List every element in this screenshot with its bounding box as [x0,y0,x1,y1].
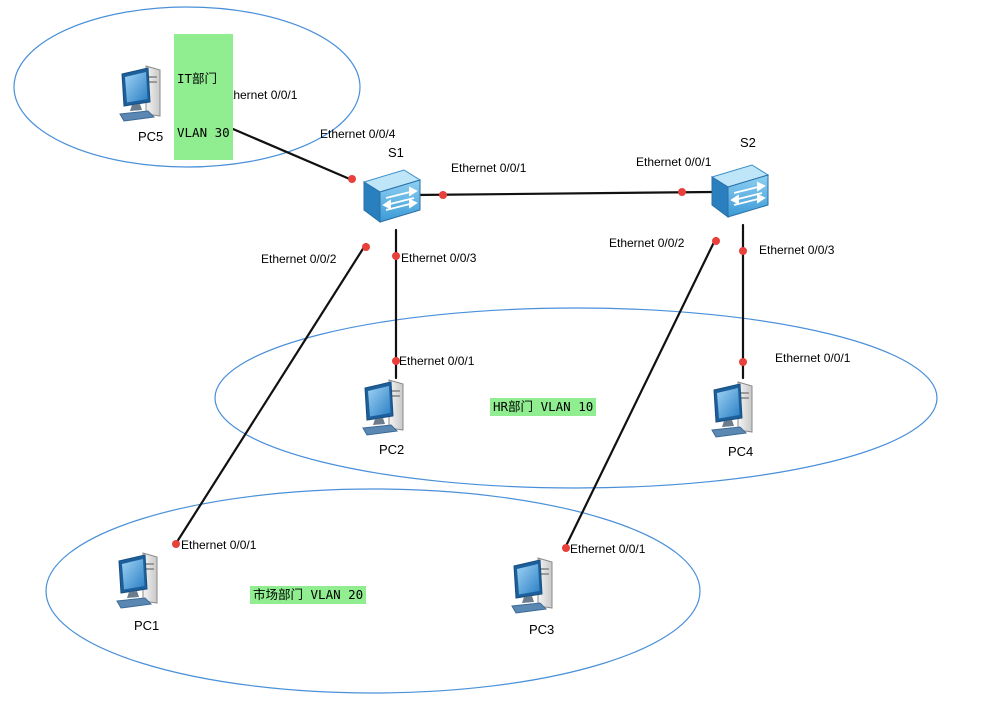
pc-pc3[interactable] [511,557,553,614]
port-dot [678,188,686,196]
port-dot [392,252,400,260]
pc-label-pc5: PC5 [138,129,163,144]
port-label-pc2: Ethernet 0/0/1 [399,354,475,368]
vlan-tag-market: 市场部门 VLAN 20 [250,586,367,604]
port-dot [172,540,180,548]
vlan-zone-market [45,488,701,694]
port-dot [739,247,747,255]
link-s1-pc1 [173,242,368,547]
port-label-pc4: Ethernet 0/0/1 [775,351,851,365]
switch-label-s1: S1 [388,145,404,160]
port-dot [362,243,370,251]
port-dot [562,544,570,552]
port-label-pc3: Ethernet 0/0/1 [570,542,646,556]
vlan-tag-it-dept: IT部门 [177,71,218,86]
pc-pc2[interactable] [362,379,404,436]
computer-icon [119,65,161,122]
switch-icon [711,164,769,218]
computer-icon [711,381,753,438]
vlan-tag-it: IT部门 VLAN 30 [174,34,233,160]
port-label-s2-p3: Ethernet 0/0/3 [759,243,835,257]
pc-label-pc3: PC3 [529,622,554,637]
port-label-s1-p2: Ethernet 0/0/2 [261,252,337,266]
port-label-pc1: Ethernet 0/0/1 [181,538,257,552]
port-label-s1-p3: Ethernet 0/0/3 [401,251,477,265]
switch-icon [363,169,421,223]
switch-s1[interactable] [363,169,421,223]
port-dot [712,237,720,245]
port-dot [392,357,400,365]
pc-label-pc4: PC4 [728,444,753,459]
port-dot [439,191,447,199]
pc-pc1[interactable] [116,552,158,609]
port-label-s1-p1: Ethernet 0/0/1 [451,161,527,175]
port-label-s1-p4: Ethernet 0/0/4 [320,127,396,141]
port-dot [348,175,356,183]
port-label-s2-p2: Ethernet 0/0/2 [609,236,685,250]
link-s2-pc3 [562,236,718,552]
port-label-s2-p1: Ethernet 0/0/1 [636,155,712,169]
computer-icon [116,552,158,609]
pc-pc5[interactable] [119,65,161,122]
computer-icon [511,557,553,614]
port-dot [739,358,747,366]
computer-icon [362,379,404,436]
switch-label-s2: S2 [740,135,756,150]
link-s1-s2 [412,190,714,197]
port-label-pc5: Ethernet 0/0/1 [222,88,298,102]
vlan-tag-it-vlan: VLAN 30 [177,125,230,140]
switch-s2[interactable] [711,164,769,218]
pc-label-pc2: PC2 [379,442,404,457]
vlan-tag-hr: HR部门 VLAN 10 [490,398,597,416]
vlan-zone-it [13,6,361,168]
pc-label-pc1: PC1 [134,618,159,633]
pc-pc4[interactable] [711,381,753,438]
link-pc5-s1 [210,118,354,182]
vlan-zone-hr [214,307,938,489]
